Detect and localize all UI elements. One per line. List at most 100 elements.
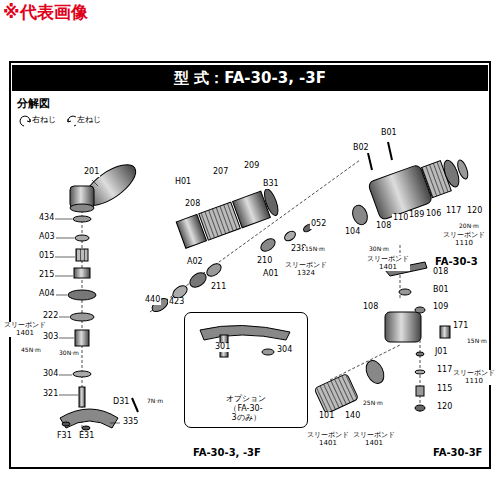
callout-number: 15N·m [466,338,488,345]
motor-housing [350,142,473,227]
throttle-parts [314,262,450,414]
spindle-parts [76,249,88,261]
spindle-parts [79,387,85,407]
sealant-note: スリーボンド 1401 [3,322,47,337]
spindle-parts [73,371,91,377]
throttle-parts [314,373,358,414]
spindle-parts [60,216,138,430]
throttle-parts [415,370,425,374]
axis-line [330,345,400,380]
callout-number: 423 [168,298,185,307]
callout-number: A03 [38,233,56,242]
model-label: 分解図 [16,98,51,110]
callout-number: 120 [466,207,483,216]
callout-number: 104 [344,228,361,237]
callout-number: 101 [318,412,335,421]
throttle-parts [415,405,425,411]
throttle-parts [416,352,424,356]
callout-number: 140 [344,412,361,421]
throttle-parts [440,326,450,338]
callout-number: 45N·m [20,347,42,354]
model-label: FA-30-3F [432,447,483,458]
screw-icons [20,116,30,126]
leader-lines [110,423,120,424]
model-label: FA-30-3, -3F [192,447,262,458]
axis-line [82,160,420,432]
angle-head [70,157,142,213]
sealant-note: スリーボンド 1401 [366,256,410,271]
throttle-parts [314,373,358,414]
rotor-assembly [283,229,297,242]
callout-number: 207 [212,168,229,177]
throttle-parts [415,307,425,313]
callout-number: 208 [184,200,201,209]
screw-icons [68,119,71,122]
rotor-assembly [262,187,281,217]
callout-number: B02 [352,144,370,153]
callout-number: 304 [42,370,59,379]
watermark: ※代表画像 [2,3,89,22]
callout-number: B01 [432,286,450,295]
callout-number: 30N·m [58,350,80,357]
leader-lines [55,295,67,296]
spindle-parts [60,409,118,428]
callout-number: 018 [432,268,449,277]
title-text: 型 式：FA-30-3, -3F [174,69,326,88]
option-lever [262,349,274,355]
sealant-note: スリーボンド 1401 [352,432,396,447]
rotor-assembly [205,261,224,278]
callout-number: 222 [42,312,59,321]
inset-caption: オプション （FA-30-3のみ） [226,394,266,423]
title-band: 型 式：FA-30-3, -3F [12,65,488,91]
callout-number: 120 [436,403,453,412]
callout-number: 15N·m [304,246,326,253]
screw-icons [27,119,30,122]
sealant-note: スリーボンド 1401 [306,432,350,447]
callout-number: D31 [112,398,130,407]
callout-number: B31 [262,180,280,189]
spindle-parts [68,290,96,300]
motor-housing [368,153,372,170]
callout-number: 052 [310,220,327,229]
callout-number: 434 [38,214,55,223]
callout-number: 115 [436,385,453,394]
leader-lines [57,395,78,396]
callout-number: 20N·m [458,223,480,230]
throttle-parts [399,289,411,295]
callout-number: 210 [256,257,273,266]
sealant-note: スリーボンド 1110 [452,370,496,385]
leader-lines [57,338,74,339]
callout-number: 335 [122,418,139,427]
rotor-assembly [176,187,280,248]
callout-number: 201 [83,168,100,177]
rotor-assembly [187,270,209,290]
callout-number: 108 [362,303,379,312]
callout-number: 171 [452,322,469,331]
spindle-parts [132,398,138,412]
leader-lines [92,180,98,186]
sealant-note: スリーボンド 1324 [284,262,328,277]
angle-head [70,204,94,212]
throttle-parts [363,358,388,387]
callout-number: 440 [144,296,161,305]
rotor-assembly [259,236,278,253]
callout-number: 015 [38,252,55,261]
callout-number: 7N·m [146,398,164,405]
motor-housing [388,142,392,160]
spindle-parts [75,235,89,241]
callout-number: 左ねじ [76,116,102,125]
frame [10,62,490,468]
motor-housing [456,159,470,181]
callout-number: B01 [380,129,398,138]
callout-number: 25N·m [362,400,384,407]
spindle-parts [62,422,70,426]
option-lever [200,325,290,340]
callout-number: E31 [78,432,95,441]
callout-number: 209 [243,162,260,171]
callout-number: 117 [436,366,453,375]
callout-number: A01 [262,270,280,279]
screw-icons [20,116,78,126]
motor-housing [350,203,370,227]
callout-number: 211 [210,283,227,292]
spindle-parts [74,268,90,278]
